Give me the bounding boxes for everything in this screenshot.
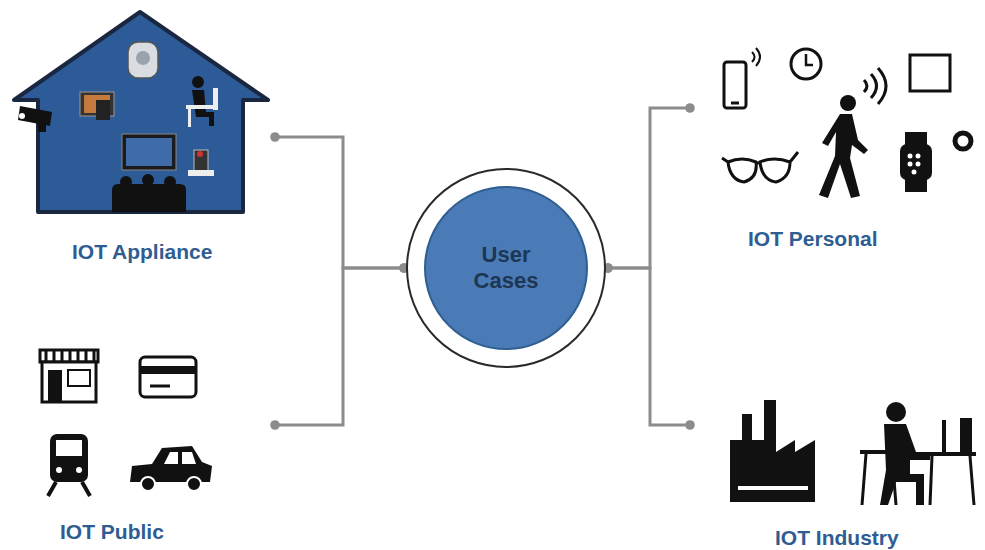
watch-dot <box>916 162 921 167</box>
worker-body <box>880 424 930 505</box>
public-illustration <box>40 350 212 496</box>
thermostat-dial <box>136 51 150 65</box>
hub-ring <box>407 169 605 367</box>
phone-icon <box>724 62 746 108</box>
category-group: IOT Personal <box>690 10 946 255</box>
shop-window <box>68 370 90 386</box>
train-rails <box>48 482 90 496</box>
car-wheel <box>187 477 201 491</box>
train-window <box>56 440 82 456</box>
tv-icon <box>122 134 176 170</box>
connector-line <box>275 268 404 425</box>
hub-disc <box>425 187 587 349</box>
shop-icon <box>42 362 96 402</box>
watch-strap <box>905 132 927 146</box>
monitor-icon <box>942 420 946 452</box>
person-head <box>840 95 856 111</box>
category-group: IOT Industry <box>690 390 978 550</box>
car-wheel <box>141 477 155 491</box>
shop-awning <box>40 350 98 362</box>
desk-leg <box>188 109 191 127</box>
desk-legs <box>930 456 974 505</box>
desk-lamp <box>213 88 218 110</box>
smartwatch <box>900 132 932 192</box>
category-label: IOT Public <box>60 520 164 544</box>
watch-strap <box>905 178 927 192</box>
glasses-icon <box>722 152 798 182</box>
ring-icon <box>955 133 971 149</box>
speaker-light <box>197 151 203 157</box>
cctv-camera <box>18 106 52 132</box>
category-label: IOT Industry <box>775 526 899 550</box>
train-light <box>76 467 82 473</box>
viewer-head <box>164 176 176 188</box>
category-group: IOT Public <box>15 340 275 544</box>
watch-dot <box>908 154 913 159</box>
clock-hands <box>806 54 813 65</box>
awning-stripes <box>46 350 94 362</box>
category-group: IOT Appliance <box>15 10 275 272</box>
train-icon <box>50 434 88 482</box>
viewer-head <box>120 176 132 188</box>
card-stripe <box>140 366 196 374</box>
desk-top <box>860 450 898 454</box>
watch-dot <box>912 170 917 175</box>
wireless-arcs <box>864 68 886 104</box>
house-illustration <box>14 12 268 212</box>
factory-windows <box>738 486 808 490</box>
hub-title: User Cases <box>460 242 552 295</box>
card-number <box>150 385 170 388</box>
connector-line <box>608 108 690 268</box>
tv-screen <box>126 138 172 166</box>
signal-arcs <box>752 48 760 66</box>
person-head <box>192 76 204 88</box>
speaker-base <box>188 170 214 176</box>
industry-illustration <box>730 400 976 505</box>
train-light <box>56 467 62 473</box>
clock-icon <box>791 49 821 79</box>
house-outline <box>14 12 268 212</box>
category-label: IOT Personal <box>748 227 878 251</box>
category-label: IOT Appliance <box>72 240 212 264</box>
watch-dot <box>916 154 921 159</box>
factory-icon <box>730 400 815 502</box>
car-windows <box>164 452 196 464</box>
hub-circle: User Cases <box>404 166 608 370</box>
watch-dot <box>908 162 913 167</box>
camera-body <box>18 106 52 126</box>
desk-top <box>926 452 976 456</box>
walking-person <box>819 95 868 198</box>
shop-door <box>48 370 62 402</box>
desk-top <box>186 105 216 109</box>
phone-icon <box>96 100 110 120</box>
speaker-icon <box>194 150 208 172</box>
viewer-head <box>142 174 154 186</box>
connector-line <box>275 137 404 268</box>
desk-legs <box>862 454 896 505</box>
phone-button <box>731 102 739 105</box>
credit-card <box>140 357 196 397</box>
worker-head <box>886 402 906 422</box>
thermostat-icon <box>128 42 158 78</box>
watch-face <box>900 144 932 180</box>
sofa-icon <box>112 184 186 212</box>
car-icon <box>130 446 212 482</box>
computer-tower <box>960 418 972 452</box>
camera-mount <box>38 116 46 132</box>
camera-lens <box>19 113 25 119</box>
tablet-icon <box>910 55 950 91</box>
person-body <box>819 114 868 198</box>
connector-line <box>608 268 690 425</box>
